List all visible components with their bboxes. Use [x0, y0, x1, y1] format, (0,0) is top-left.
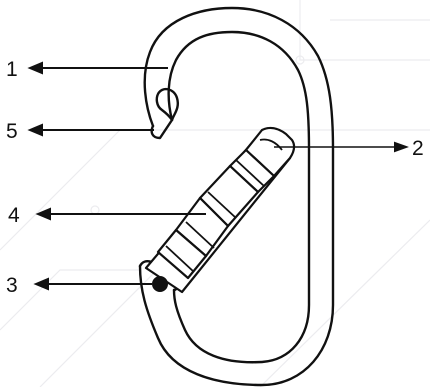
callout-label-4: 4 — [8, 204, 20, 227]
gate-assembly — [144, 126, 296, 294]
callout-label-3: 3 — [6, 274, 18, 297]
callout-arrowhead-2 — [394, 141, 409, 153]
nose-hook — [155, 87, 179, 122]
locking-sleeve-top — [244, 126, 296, 178]
frame-inner-contour — [167, 30, 311, 364]
callout-arrowhead-1 — [27, 61, 43, 75]
sleeve-rib-4 — [156, 228, 208, 280]
gate-hinge-rivet — [152, 276, 168, 292]
callout-arrowhead-5 — [27, 123, 43, 137]
callout-label-1: 1 — [6, 58, 18, 81]
callout-arrows — [27, 61, 409, 291]
nose-notch — [150, 118, 174, 140]
callout-arrowhead-3 — [33, 277, 49, 291]
sleeve-detail-lines — [165, 138, 283, 273]
callout-arrowhead-4 — [35, 207, 51, 221]
frame-outer-contour — [138, 6, 335, 387]
callout-label-5: 5 — [6, 120, 18, 143]
callout-label-2: 2 — [412, 137, 424, 160]
